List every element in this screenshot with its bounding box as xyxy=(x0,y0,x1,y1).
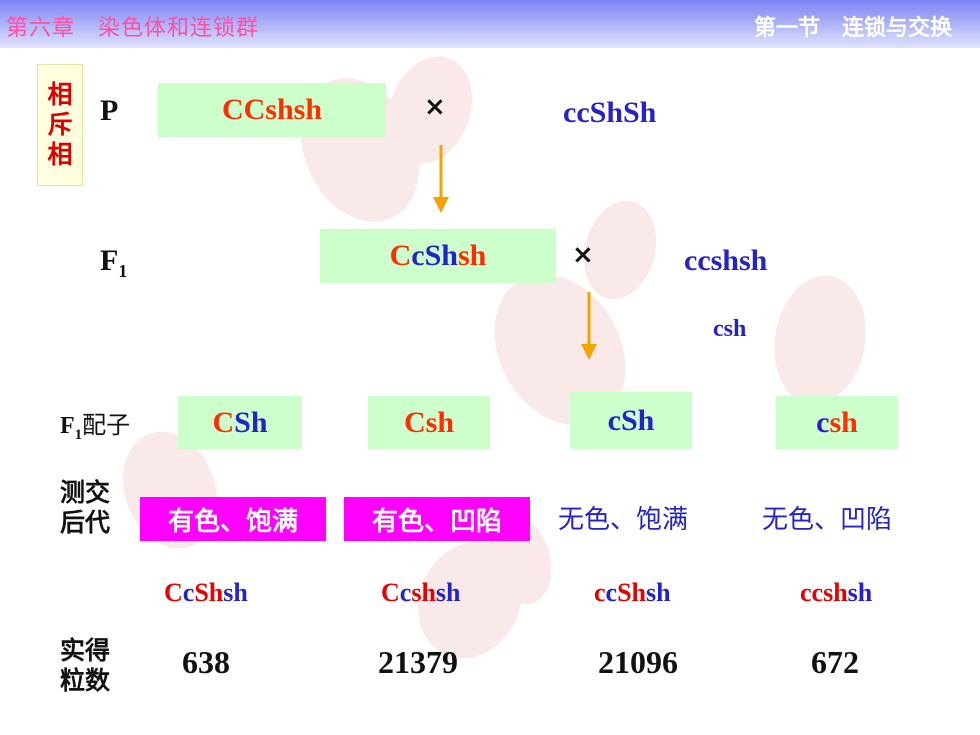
counts-label: 实得 粒数 xyxy=(60,636,110,696)
allele: c xyxy=(811,578,824,607)
gamete-allele-s: sh xyxy=(425,405,455,439)
phase-char: 相 xyxy=(47,140,73,169)
phenotype-label: 无色、凹陷 xyxy=(762,505,893,535)
gametes-label: F1配子 xyxy=(60,405,130,444)
f1-label: F1 xyxy=(100,244,127,282)
allele: c xyxy=(594,578,606,607)
progeny-genotype: ccshsh xyxy=(800,578,872,608)
phenotype-label: 无色、饱满 xyxy=(558,505,689,535)
allele: c xyxy=(800,578,812,607)
parent2-genotype: ccShSh xyxy=(563,96,657,129)
allele: c xyxy=(605,578,618,607)
count-value: 638 xyxy=(182,644,230,680)
f1-allele-sh1: Sh xyxy=(424,239,458,272)
count-value: 21096 xyxy=(598,644,678,680)
progeny-genotype: ccShsh xyxy=(594,578,671,608)
f1-allele-sh2: sh xyxy=(458,239,487,272)
f1-label-main: F xyxy=(100,244,119,277)
gamete-allele-c: C xyxy=(403,405,426,439)
gamete-allele-s: Sh xyxy=(620,403,655,437)
count-value: 21379 xyxy=(378,644,458,680)
chapter-title: 第六章 染色体和连锁群 xyxy=(6,16,260,41)
tester-genotype: ccshsh xyxy=(684,244,768,277)
allele: sh xyxy=(646,578,671,607)
allele: sh xyxy=(823,578,848,607)
counts-label-line: 粒数 xyxy=(60,666,111,695)
gametes-label-rest: 配子 xyxy=(82,411,131,439)
allele: c xyxy=(182,578,195,607)
gamete-allele-c: c xyxy=(816,405,830,439)
counts-label-line: 实得 xyxy=(60,636,111,665)
gamete-allele-s: Sh xyxy=(234,405,268,439)
testcross-label: 测交 后代 xyxy=(60,478,110,538)
allele: sh xyxy=(847,578,873,607)
gametes-label-sub: 1 xyxy=(74,426,83,443)
allele: Sh xyxy=(617,578,647,607)
title-bar: 第六章 染色体和连锁群 第一节 连锁与交换 xyxy=(0,0,980,48)
allele: sh xyxy=(411,578,436,607)
phase-char: 相 xyxy=(47,80,73,109)
phenotype-label: 有色、饱满 xyxy=(140,497,326,541)
cross-symbol: × xyxy=(424,92,446,122)
gametes-label-main: F xyxy=(60,413,75,439)
count-value: 672 xyxy=(811,644,859,680)
progeny-genotype: Ccshsh xyxy=(381,578,460,608)
down-arrow-icon xyxy=(433,145,449,213)
phase-char: 斥 xyxy=(47,110,73,139)
gamete-allele-c: C xyxy=(212,405,235,439)
parent1-genotype: CCshsh xyxy=(221,93,323,126)
phenotype-label: 有色、凹陷 xyxy=(344,497,530,541)
allele: Sh xyxy=(194,578,224,607)
gamete-allele-s: sh xyxy=(829,405,858,439)
parent1-box: CCshsh xyxy=(158,83,386,137)
gamete-allele-c: c xyxy=(607,403,621,437)
testcross-label-line: 后代 xyxy=(60,508,111,537)
tester-gamete: csh xyxy=(713,316,747,342)
p-label: P xyxy=(100,94,119,127)
allele: C xyxy=(381,578,400,607)
down-arrow-icon xyxy=(581,292,597,360)
allele: sh xyxy=(435,578,461,607)
f1-allele-c2: c xyxy=(411,239,425,272)
allele: sh xyxy=(223,578,248,607)
repulsion-phase-label: 相 斥 相 xyxy=(37,64,83,186)
allele: c xyxy=(399,578,412,607)
testcross-label-line: 测交 xyxy=(60,478,111,507)
section-title: 第一节 连锁与交换 xyxy=(753,16,952,41)
cross-symbol: × xyxy=(572,240,594,270)
f1-label-sub: 1 xyxy=(118,261,128,281)
progeny-genotype: CcShsh xyxy=(164,578,248,608)
allele: C xyxy=(164,578,183,607)
f1-allele-c1: C xyxy=(389,239,412,272)
